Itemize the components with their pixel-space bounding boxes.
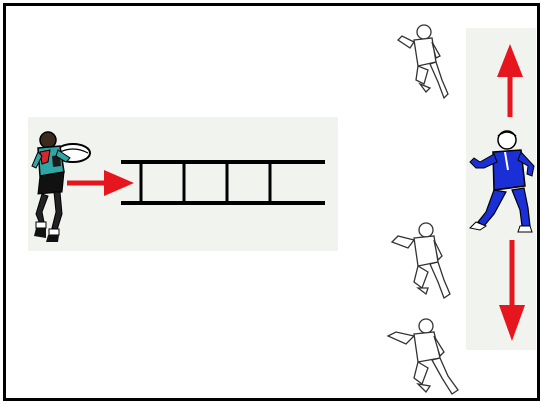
agility-ladder [121,162,325,203]
defender-icon [470,131,534,232]
diving-player-icon [398,25,448,98]
arrow-up-icon [497,44,523,117]
diving-player-icon [388,319,458,394]
arrow-down-icon [499,240,525,341]
diving-player-icon [392,223,450,298]
rugby-player-with-ball-icon [32,132,90,242]
arrow-right-icon [67,170,134,196]
